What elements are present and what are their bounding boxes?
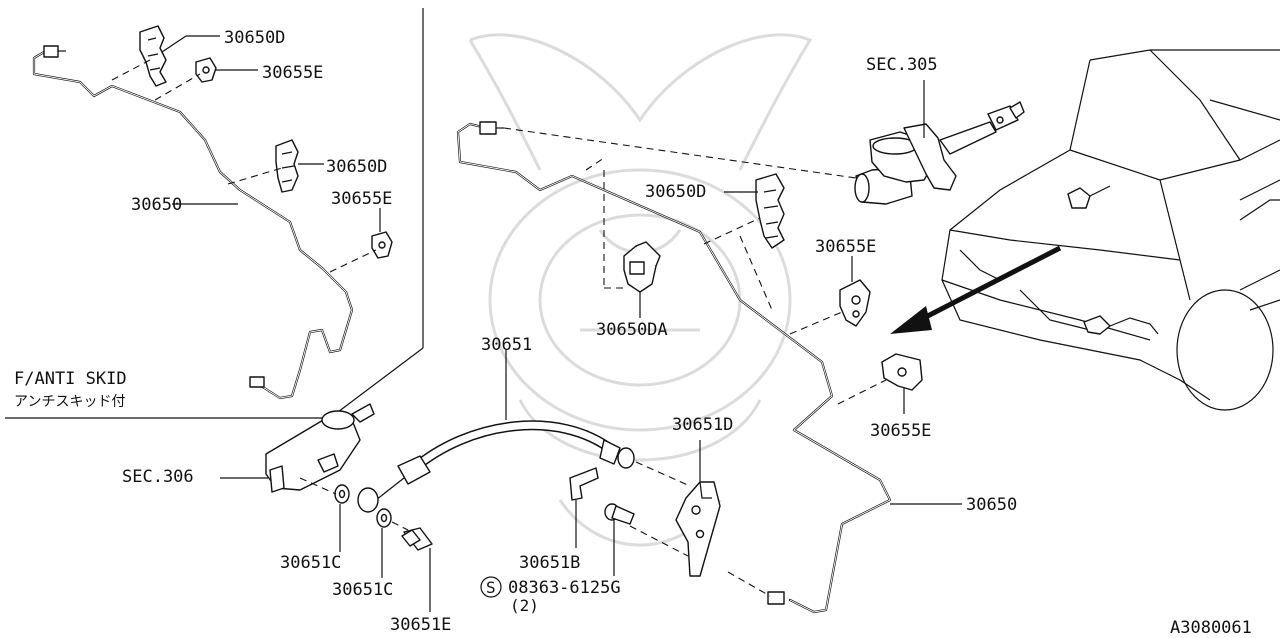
inset-pipe-30650 — [32, 50, 354, 400]
washer-icon — [376, 508, 392, 528]
clip-30650DA-icon — [623, 241, 661, 293]
label-30655E: 30655E — [262, 63, 323, 83]
clip-30655E-icon — [195, 57, 217, 83]
operating-cylinder-icon — [265, 403, 375, 493]
label-30655E: 30655E — [331, 189, 392, 209]
label-30650D: 30650D — [326, 157, 387, 177]
clip-30650D-icon — [275, 139, 299, 193]
watermark-emblem — [468, 33, 813, 547]
label-30651C: 30651C — [280, 553, 341, 573]
label-08363-6125G: 08363-6125G — [508, 578, 621, 598]
inset-border-diagonal — [329, 347, 424, 419]
bolt-icon — [401, 527, 433, 551]
flare-nut-icon — [479, 121, 785, 605]
label-30651C: 30651C — [332, 580, 393, 600]
label-30650D: 30650D — [224, 28, 285, 48]
label-30651E: 30651E — [390, 615, 451, 635]
clip-30650D-icon — [755, 173, 785, 249]
label-30650: 30650 — [131, 195, 182, 215]
main-pipe-30650 — [456, 122, 892, 614]
clip-30655E-icon — [881, 353, 923, 391]
standard-part-symbol-text: S — [486, 578, 496, 597]
clip-30655E-icon — [371, 231, 393, 259]
bolt-icon — [604, 503, 635, 525]
standard-part-symbol — [480, 576, 502, 598]
label-30651B: 30651B — [519, 553, 580, 573]
bracket-30651D-icon — [675, 481, 721, 577]
label-30650: 30650 — [966, 495, 1017, 515]
label-30650DA: 30650DA — [596, 320, 668, 340]
vehicle-front-icon — [941, 49, 1280, 411]
hose-30651 — [357, 420, 635, 513]
direction-arrow-icon — [890, 245, 1062, 334]
clip-30650D-icon — [139, 25, 167, 87]
label-30655E: 30655E — [870, 421, 931, 441]
diagram-id: A3080061 — [1170, 618, 1252, 638]
master-cylinder-icon — [854, 101, 1025, 205]
inset-caption: F/ANTI SKID — [14, 369, 127, 389]
label-30651D: 30651D — [672, 415, 733, 435]
label-30651: 30651 — [481, 335, 532, 355]
label-30655E: 30655E — [815, 237, 876, 257]
clip-30651B-icon — [569, 467, 599, 501]
clip-30655E-icon — [839, 279, 871, 327]
label-sec-306: SEC.306 — [122, 467, 194, 487]
washer-icon — [334, 484, 350, 504]
inset-caption-jp: アンチスキッド付 — [14, 394, 125, 410]
flare-nut-icon — [43, 45, 265, 388]
label-bolt-quantity: (2) — [510, 596, 539, 615]
label-30650D: 30650D — [645, 182, 706, 202]
label-sec-305: SEC.305 — [866, 55, 938, 75]
